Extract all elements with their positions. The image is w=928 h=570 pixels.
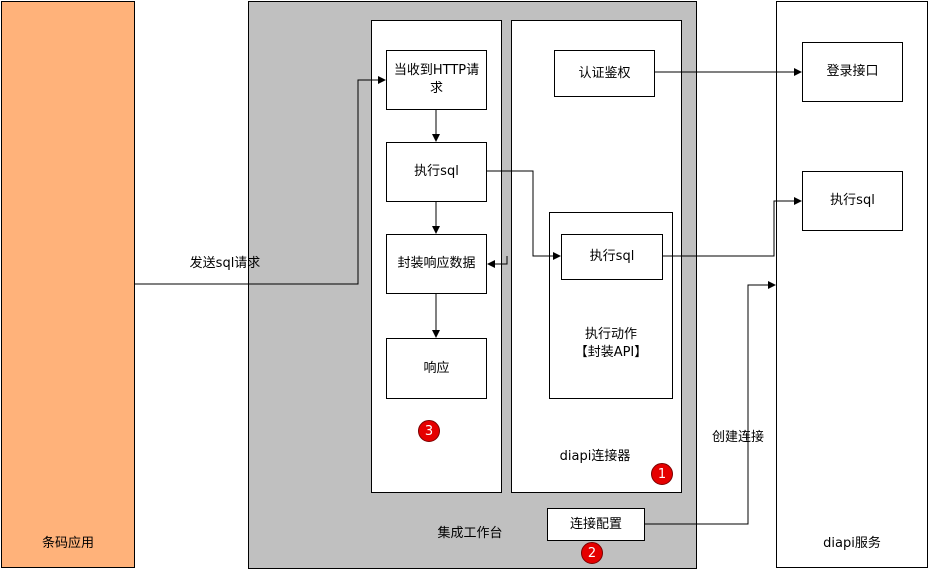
wrap-response-node: 封装响应数据 (386, 234, 487, 294)
edge-config-to-service (645, 281, 776, 525)
service-execute-sql-node: 执行sql (802, 171, 903, 231)
edge-connector-back-to-wrap (487, 256, 508, 268)
action-label: 执行动作 【封装API】 (574, 327, 648, 360)
auth-label: 认证鉴权 (578, 65, 631, 81)
diapi-connector-label: diapi连接器 (559, 449, 631, 464)
execute-sql-label: 执行sql (414, 164, 459, 179)
create-connection-label: 创建连接 (711, 430, 764, 445)
edge-connector-to-service-sql (663, 197, 802, 257)
receive-http-node: 当收到HTTP请求 (386, 50, 487, 110)
connector-execute-sql-node: 执行sql (561, 234, 663, 280)
connection-config-node: 连接配置 (547, 508, 645, 541)
edge-execute-to-connector (487, 170, 561, 260)
auth-node: 认证鉴权 (554, 50, 655, 97)
wrap-response-label: 封装响应数据 (397, 256, 476, 271)
login-api-label: 登录接口 (826, 64, 879, 79)
connector-execute-sql-label: 执行sql (589, 249, 635, 264)
execute-sql-node: 执行sql (386, 142, 487, 202)
send-sql-request-label: 发送sql请求 (189, 256, 261, 271)
barcode-app-label: 条码应用 (41, 536, 94, 551)
response-node: 响应 (386, 338, 487, 399)
receive-http-label: 当收到HTTP请求 (393, 63, 480, 96)
diapi-service-label: diapi服务 (823, 536, 881, 551)
badge-1: 1 (651, 463, 673, 485)
response-label: 响应 (423, 360, 450, 376)
service-execute-sql-label: 执行sql (830, 193, 875, 208)
barcode-app-panel: 条码应用 (1, 1, 135, 568)
badge-2: 2 (581, 542, 603, 564)
edge-app-to-receive (135, 76, 386, 285)
integration-platform-label: 集成工作台 (437, 526, 503, 541)
badge-3: 3 (418, 420, 440, 442)
login-api-node: 登录接口 (802, 42, 903, 102)
connection-config-label: 连接配置 (569, 516, 622, 532)
